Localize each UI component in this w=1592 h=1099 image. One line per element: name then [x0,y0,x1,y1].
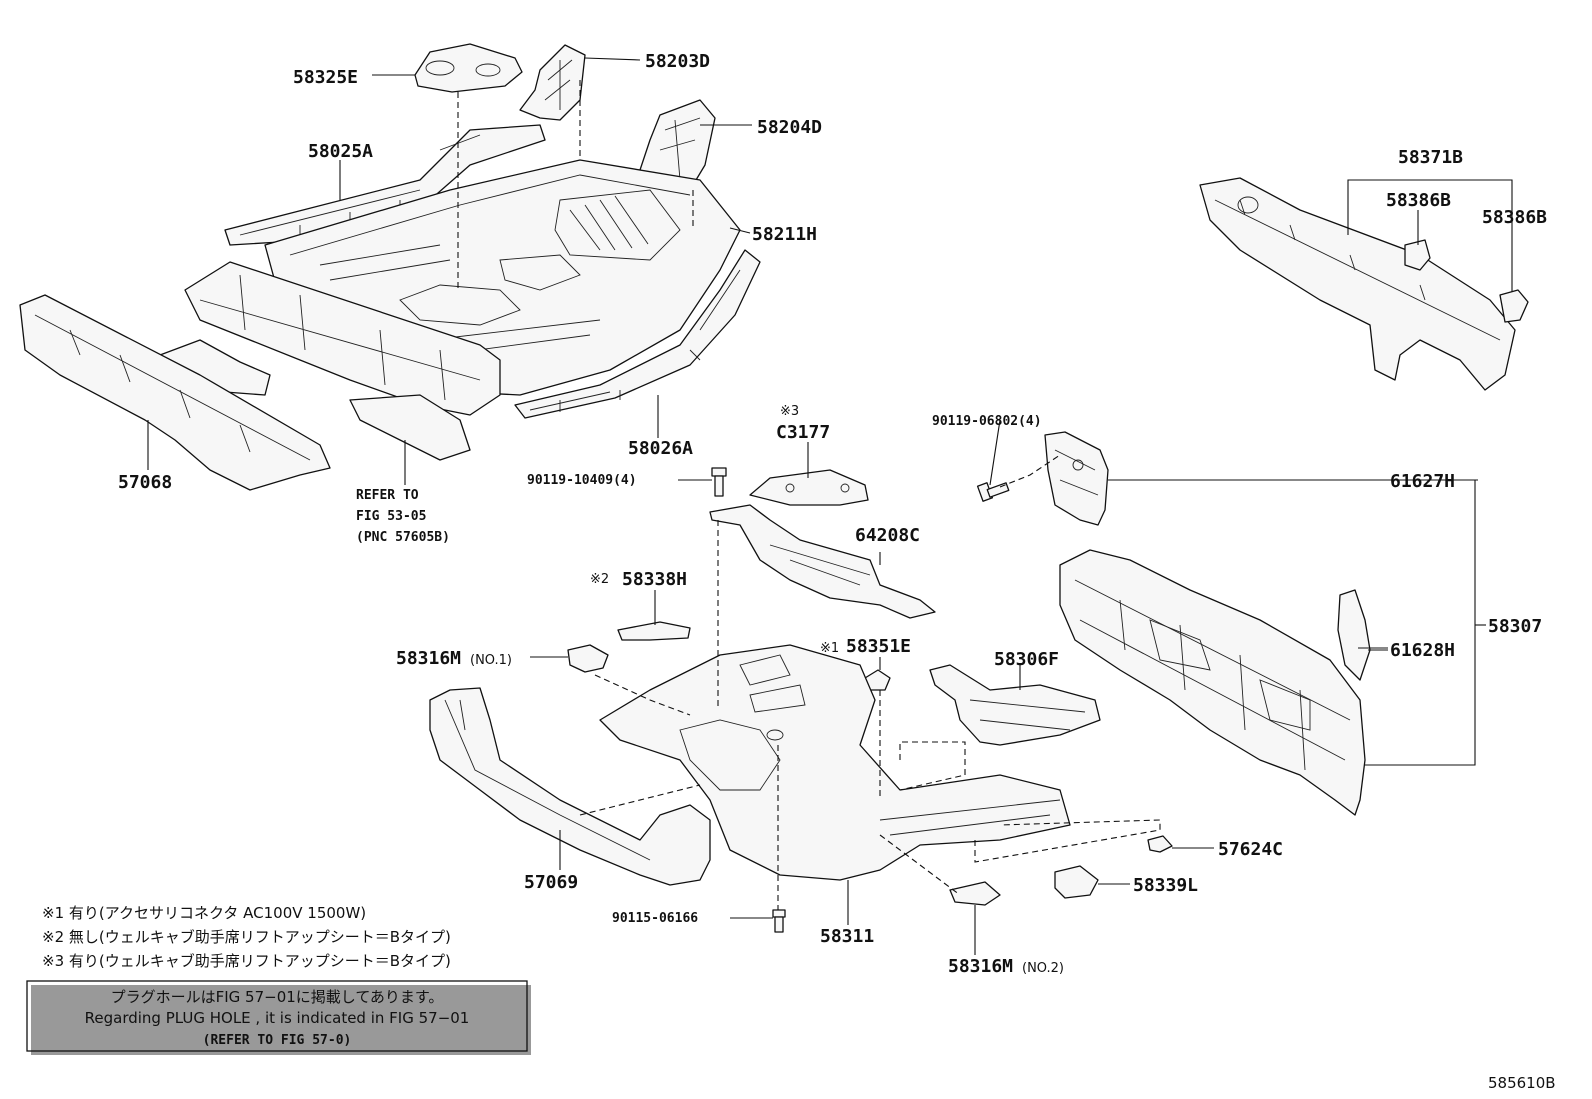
note-3: ※3 有り(ウェルキャブ助手席リフトアップシート＝Bタイプ) [42,952,451,970]
part-57068-drawing [19,294,331,491]
label-58339L: 58339L [1133,875,1198,896]
part-58316M-1-drawing [567,644,609,673]
label-58316M-1: 58316M [396,648,461,669]
bolt-90119-06802-drawing [976,482,1010,502]
label-58351E: 58351E [846,636,911,657]
label-bolt-90115-06166: 90115-06166 [612,911,698,926]
label-58306F: 58306F [994,649,1059,670]
part-57069-drawing [429,687,711,886]
label-58386B-b: 58386B [1482,207,1547,228]
refbox-line3: (REFER TO FIG 57-0) [203,1033,352,1048]
part-58026A-drawing [514,249,761,419]
part-58386B-a-drawing [1404,239,1431,271]
label-64208C: 64208C [855,525,920,546]
part-58203D-drawing [519,44,586,121]
label-57069: 57069 [524,872,578,893]
part-61628H-drawing [1337,589,1371,681]
part-58306F-drawing [929,664,1101,746]
label-58211H: 58211H [752,224,817,245]
note-1: ※1 有り(アクセサリコネクタ AC100V 1500W) [42,904,366,922]
label-61628H: 61628H [1390,640,1455,661]
label-58371B: 58371B [1398,147,1463,168]
part-58339L-drawing [1054,865,1099,899]
figure-id: 585610B [1488,1074,1556,1092]
label-no2: (NO.2) [1022,961,1064,976]
label-58203D: 58203D [645,51,710,72]
label-58338H: 58338H [622,569,687,590]
reference-box: プラグホールはFIG 57−01に掲載してあります。 Regarding PLU… [26,980,531,1055]
label-58025A: 58025A [308,141,373,162]
bolt-90119-10409-drawing [711,467,727,497]
mark-3: ※3 [780,404,799,419]
label-58316M-2: 58316M [948,956,1013,977]
label-57624C: 57624C [1218,839,1283,860]
part-58316M-2-drawing [949,881,1001,906]
label-bolt-90119-06802: 90119-06802(4) [932,414,1042,429]
part-C3177-drawing [749,469,869,506]
label-58026A: 58026A [628,438,693,459]
label-58386B-a: 58386B [1386,190,1451,211]
label-58311: 58311 [820,926,874,947]
label-C3177: C3177 [776,422,830,443]
part-58325E-drawing [414,43,523,93]
label-refer-line2: FIG 53-05 [356,509,426,524]
part-58371B-drawing [1199,177,1516,391]
part-61627H-drawing [1044,431,1109,526]
part-rear-crossmember-drawing [184,261,501,416]
label-refer-line3: (PNC 57605B) [356,530,450,545]
part-57624C-drawing [1147,835,1173,853]
part-58025A-drawing [224,124,546,246]
label-refer-line1: REFER TO [356,488,419,503]
mark-2: ※2 [590,572,609,587]
label-58325E: 58325E [293,67,358,88]
label-61627H: 61627H [1390,471,1455,492]
label-bolt-90119-10409: 90119-10409(4) [527,473,637,488]
bolt-90115-06166-drawing [772,909,786,933]
mark-1: ※1 [820,641,839,656]
part-64208C-drawing [709,504,936,619]
label-58307: 58307 [1488,616,1542,637]
label-no1: (NO.1) [470,653,512,668]
note-2: ※2 無し(ウェルキャブ助手席リフトアップシート＝Bタイプ) [42,928,451,946]
label-58204D: 58204D [757,117,822,138]
part-58386B-b-drawing [1499,289,1529,323]
part-58338H-drawing [617,621,691,641]
label-57068: 57068 [118,472,172,493]
part-58307-drawing [1059,549,1366,816]
leader-lines [147,57,1513,955]
refbox-line2: Regarding PLUG HOLE , it is indicated in… [85,1009,470,1027]
refbox-line1: プラグホールはFIG 57−01に掲載してあります。 [111,988,444,1006]
